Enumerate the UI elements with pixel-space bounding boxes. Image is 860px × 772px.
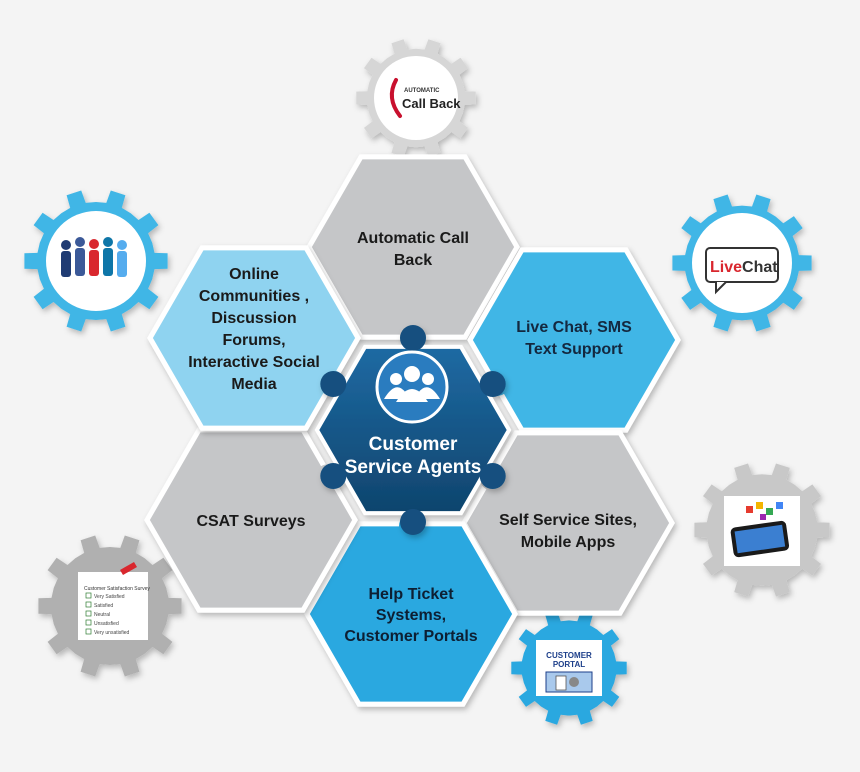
hexagon-label-line: Text Support [525, 341, 623, 358]
center-puzzle-knob [479, 463, 506, 489]
center-puzzle-knob [400, 509, 426, 535]
survey-option-label: Very unsatisfied [94, 630, 130, 636]
gear-customer-portal: CUSTOMER PORTAL [511, 611, 627, 725]
survey-badge-title: Customer Satisfaction Survey [84, 586, 150, 592]
survey-checkbox [85, 601, 92, 608]
hexagon-label-line: Live Chat, SMS [516, 319, 632, 336]
gear-automatic-call-back: AUTOMATIC Call Back [356, 39, 476, 157]
center-label-line1: Customer [369, 434, 458, 455]
hexagon-label-line: CSAT Surveys [196, 513, 305, 530]
center-hexagon: Customer Service Agents [314, 325, 512, 535]
center-puzzle-knob [320, 463, 347, 489]
gear-csat-surveys: Customer Satisfaction Survey Very Satisf… [38, 535, 182, 677]
live-chat-logo-icon: LiveChat [705, 247, 779, 295]
hexagon-label-line: Automatic Call [357, 230, 469, 247]
customer-portal-icon: CUSTOMER PORTAL [545, 651, 593, 693]
svg-text:LiveChat: LiveChat [710, 259, 778, 276]
gear-mobile-apps [694, 463, 830, 597]
survey-option-label: Satisfied [94, 603, 113, 609]
gear-online-communities [24, 190, 168, 332]
portal-badge-line1: CUSTOMER [546, 651, 592, 660]
live-chat-badge-part2: Chat [742, 259, 778, 276]
hexagon-label-line: Self Service Sites, [499, 512, 637, 529]
survey-checkbox [85, 610, 92, 617]
survey-checklist-icon: Customer Satisfaction Survey Very Satisf… [84, 562, 150, 636]
hexagon-label-line: Customer Portals [344, 628, 477, 645]
hexagon-label-line: Back [394, 252, 432, 269]
center-puzzle-knob [479, 371, 506, 397]
survey-checkbox [85, 592, 92, 599]
center-hexagon-shape [314, 344, 512, 516]
hexagon-shape [304, 521, 518, 707]
call-back-big-label: Call Back [402, 96, 461, 111]
survey-option-label: Very Satisfied [94, 594, 125, 600]
hexagon-label-line: Interactive Social [188, 354, 320, 371]
hexagon-label-line: Media [231, 376, 276, 393]
hexagon-shape [467, 247, 681, 433]
live-chat-badge-part1: Live [710, 259, 742, 276]
hexagon-label-line: Systems, [376, 607, 446, 624]
center-puzzle-knob [320, 371, 347, 397]
center-label-line2: Service Agents [345, 457, 482, 478]
hexagon-self-service: Self Service Sites, Mobile Apps [461, 430, 675, 616]
hexagon-shape [306, 154, 520, 340]
hexagon-label-line: Discussion [211, 310, 296, 327]
smartphone-apps-icon [730, 502, 790, 558]
call-back-logo-icon: AUTOMATIC Call Back [389, 78, 461, 118]
survey-option-label: Neutral [94, 612, 110, 618]
survey-checkbox [85, 628, 92, 635]
survey-option-label: Unsatisfied [94, 621, 119, 627]
people-group-icon [375, 350, 449, 424]
hexagon-label-line: Mobile Apps [521, 534, 616, 551]
survey-checkbox [85, 619, 92, 626]
center-puzzle-knob [400, 325, 426, 351]
hexagon-label-line: Communities , [199, 288, 309, 305]
hexagon-shape [147, 245, 361, 431]
portal-badge-line2: PORTAL [553, 660, 585, 669]
hexagon-label-line: Online [229, 266, 279, 283]
hexagon-label-line: Forums, [222, 332, 285, 349]
hexagon-label-line: Help Ticket [368, 586, 454, 603]
social-people-icon [61, 237, 127, 277]
gear-live-chat: LiveChat [672, 194, 812, 332]
call-back-small-label: AUTOMATIC [404, 88, 440, 94]
